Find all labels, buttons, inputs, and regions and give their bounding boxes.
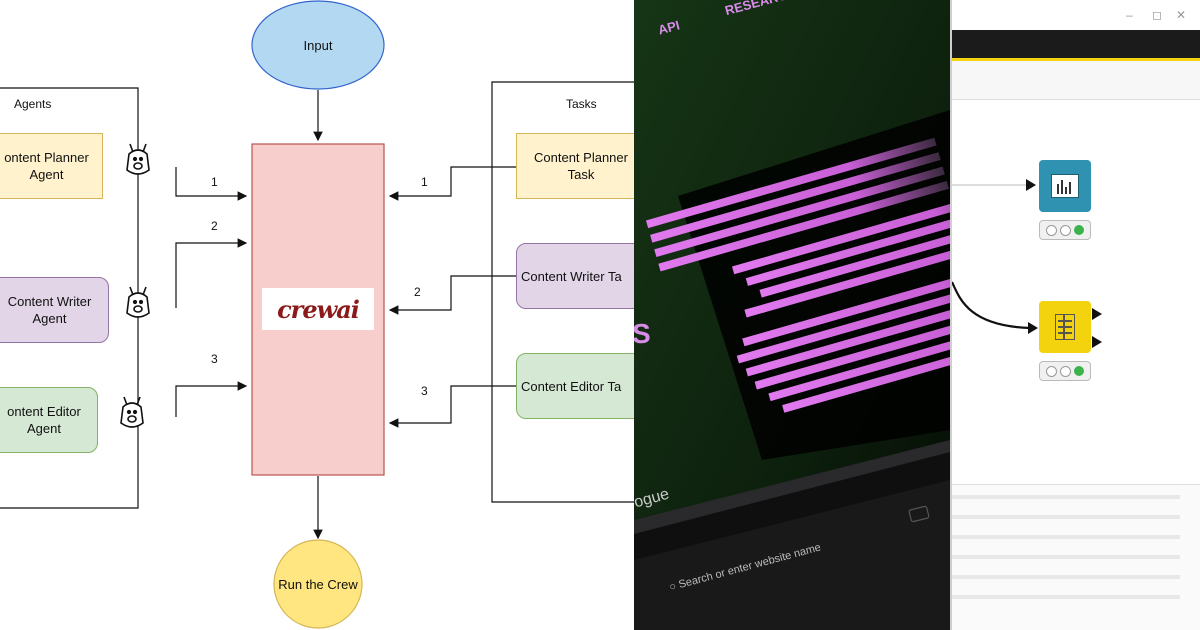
- console-panel: [950, 484, 1200, 630]
- magenta-bar: [742, 255, 950, 347]
- crewai-logo-text: crewai: [277, 294, 360, 324]
- magenta-stripe-bars: [645, 137, 950, 413]
- magenta-bar: [744, 227, 950, 318]
- input-node-label: Input: [303, 37, 333, 53]
- magenta-bar: [654, 166, 945, 258]
- close-button[interactable]: ✕: [1176, 8, 1187, 22]
- node-status-traffic-light: [1039, 220, 1091, 240]
- magenta-bar: [650, 152, 941, 243]
- task-content-writer: Content Writer Ta: [516, 243, 634, 309]
- agent-step-2: 2: [211, 219, 218, 233]
- agent-content-planner: ontent Planner Agent: [0, 133, 103, 199]
- magenta-bar: [754, 299, 950, 390]
- task-step-1: 1: [421, 175, 428, 189]
- magenta-bar: [782, 322, 950, 413]
- status-light-yellow-icon: [1059, 365, 1071, 377]
- minimize-button[interactable]: –: [1126, 8, 1133, 22]
- run-crew-node-label: Run the Crew: [278, 576, 358, 592]
- diagram-connectors: [0, 0, 634, 629]
- splitter-node[interactable]: [1039, 301, 1091, 353]
- task-content-editor: Content Editor Ta: [516, 353, 634, 419]
- splitter-icon: [1055, 314, 1075, 340]
- status-light-yellow-icon: [1059, 224, 1071, 236]
- bar-chart-node[interactable]: [1039, 160, 1091, 212]
- status-light-green-icon: [1074, 225, 1085, 235]
- status-light-red-icon: [1045, 365, 1057, 377]
- crewai-logo: crewai: [262, 288, 374, 330]
- task-step-3: 3: [421, 384, 428, 398]
- tasks-heading: Tasks: [566, 97, 597, 111]
- magenta-bar: [745, 286, 950, 377]
- magenta-bar: [759, 207, 950, 298]
- magenta-bar: [658, 181, 949, 272]
- bar-chart-icon: [1051, 174, 1079, 198]
- task-content-planner: Content Planner Task: [516, 133, 634, 199]
- task-step-2: 2: [414, 285, 421, 299]
- node-status-traffic-light: [1039, 361, 1091, 381]
- accent-strip: [950, 58, 1200, 61]
- magenta-bar: [768, 310, 950, 402]
- window-border: [950, 0, 952, 630]
- status-light-red-icon: [1045, 224, 1057, 236]
- magenta-bar: [736, 273, 950, 364]
- magenta-bar: [645, 137, 937, 229]
- status-light-green-icon: [1074, 366, 1085, 376]
- agents-heading: Agents: [14, 97, 52, 111]
- text-fragment: S: [634, 318, 651, 349]
- magenta-bar: [731, 183, 950, 275]
- workflow-connections: [950, 179, 1102, 348]
- laptop-scene: [634, 0, 950, 630]
- agent-content-editor: ontent Editor Agent: [0, 387, 98, 453]
- laptop-photo: API RESEARCH S ogue ○ Search or enter we…: [634, 0, 950, 630]
- maximize-button[interactable]: ◻: [1152, 8, 1162, 22]
- agent-step-1: 1: [211, 175, 218, 189]
- agent-content-writer: Content Writer Agent: [0, 277, 109, 343]
- crewai-diagram: Input Run the Crew Agents Tasks ontent P…: [0, 0, 634, 630]
- window-toolbar: [950, 30, 1200, 58]
- magenta-bar: [745, 195, 950, 286]
- agent-step-3: 3: [211, 352, 218, 366]
- knime-window: – ◻ ✕: [950, 0, 1200, 630]
- tab-strip: [950, 61, 1200, 100]
